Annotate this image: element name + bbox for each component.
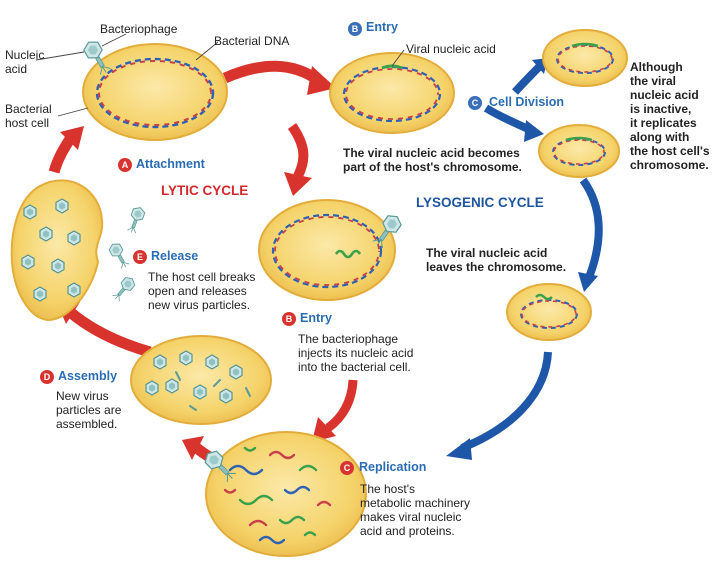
assembly-cell <box>130 335 272 425</box>
badge-entry-lytic: B <box>282 312 296 326</box>
label-bacterial-dna: Bacterial DNA <box>214 34 290 48</box>
title-entry-lysogenic: Entry <box>366 20 398 34</box>
note-inactive-replicates: Although the viral nucleic acid is inact… <box>630 60 710 172</box>
arrow-attachment-to-entry <box>222 60 322 85</box>
arrow-lysogenic-to-replication <box>460 351 552 452</box>
desc-replication: The host's metabolic machinery makes vir… <box>360 482 471 538</box>
title-cell-division: Cell Division <box>489 95 565 109</box>
note-becomes-chromosome: The viral nucleic acid becomes part of t… <box>343 146 522 174</box>
lysogenic-arrows <box>446 58 603 460</box>
badge-release: E <box>133 250 147 264</box>
arrow-assembly-to-release <box>66 307 152 358</box>
arrow-lysogenic-down <box>579 177 603 282</box>
arrow-to-lower-copy <box>483 104 532 134</box>
excision-cell <box>506 283 592 341</box>
note-leaves-chromosome: The viral nucleic acid leaves the chromo… <box>426 246 567 274</box>
desc-release: The host cell breaks open and releases n… <box>148 270 256 312</box>
desc-entry-lytic: The bacteriophage injects its nucleic ac… <box>298 332 414 374</box>
lysogenic-entry-cell <box>329 52 455 134</box>
release-cell <box>10 179 147 322</box>
arrow-release-to-attachment <box>48 132 77 174</box>
arrow-entry-to-replication <box>325 379 358 432</box>
replication-cell <box>201 431 367 557</box>
arrow-to-upper-copy <box>512 63 543 95</box>
division-cell-lower <box>538 124 620 178</box>
badge-cell-division: C <box>468 96 482 110</box>
title-assembly: Assembly <box>58 369 118 383</box>
division-cell-upper <box>542 29 628 87</box>
title-replication: Replication <box>359 460 427 474</box>
attachment-cell <box>80 37 228 141</box>
label-bacteriophage: Bacteriophage <box>100 22 178 36</box>
label-viral-nucleic-acid: Viral nucleic acid <box>406 42 496 56</box>
label-lytic-cycle: LYTIC CYCLE <box>161 183 249 198</box>
label-nucleic-acid: Nucleic acid <box>5 48 45 76</box>
leader-lines <box>35 33 405 117</box>
desc-assembly: New virus particles are assembled. <box>56 389 122 431</box>
label-lysogenic-cycle: LYSOGENIC CYCLE <box>416 195 544 210</box>
badge-attachment: A <box>118 158 132 172</box>
title-release: Release <box>151 249 199 263</box>
title-attachment: Attachment <box>136 157 205 171</box>
arrow-entry-down <box>287 123 309 179</box>
badge-replication: C <box>340 461 354 475</box>
badge-assembly: D <box>40 370 54 384</box>
badge-entry-lysogenic: B <box>348 22 362 36</box>
label-bacterial-host-cell: Bacterial host cell <box>5 102 52 130</box>
title-entry-lytic: Entry <box>300 311 332 325</box>
lytic-entry-cell <box>258 199 405 301</box>
